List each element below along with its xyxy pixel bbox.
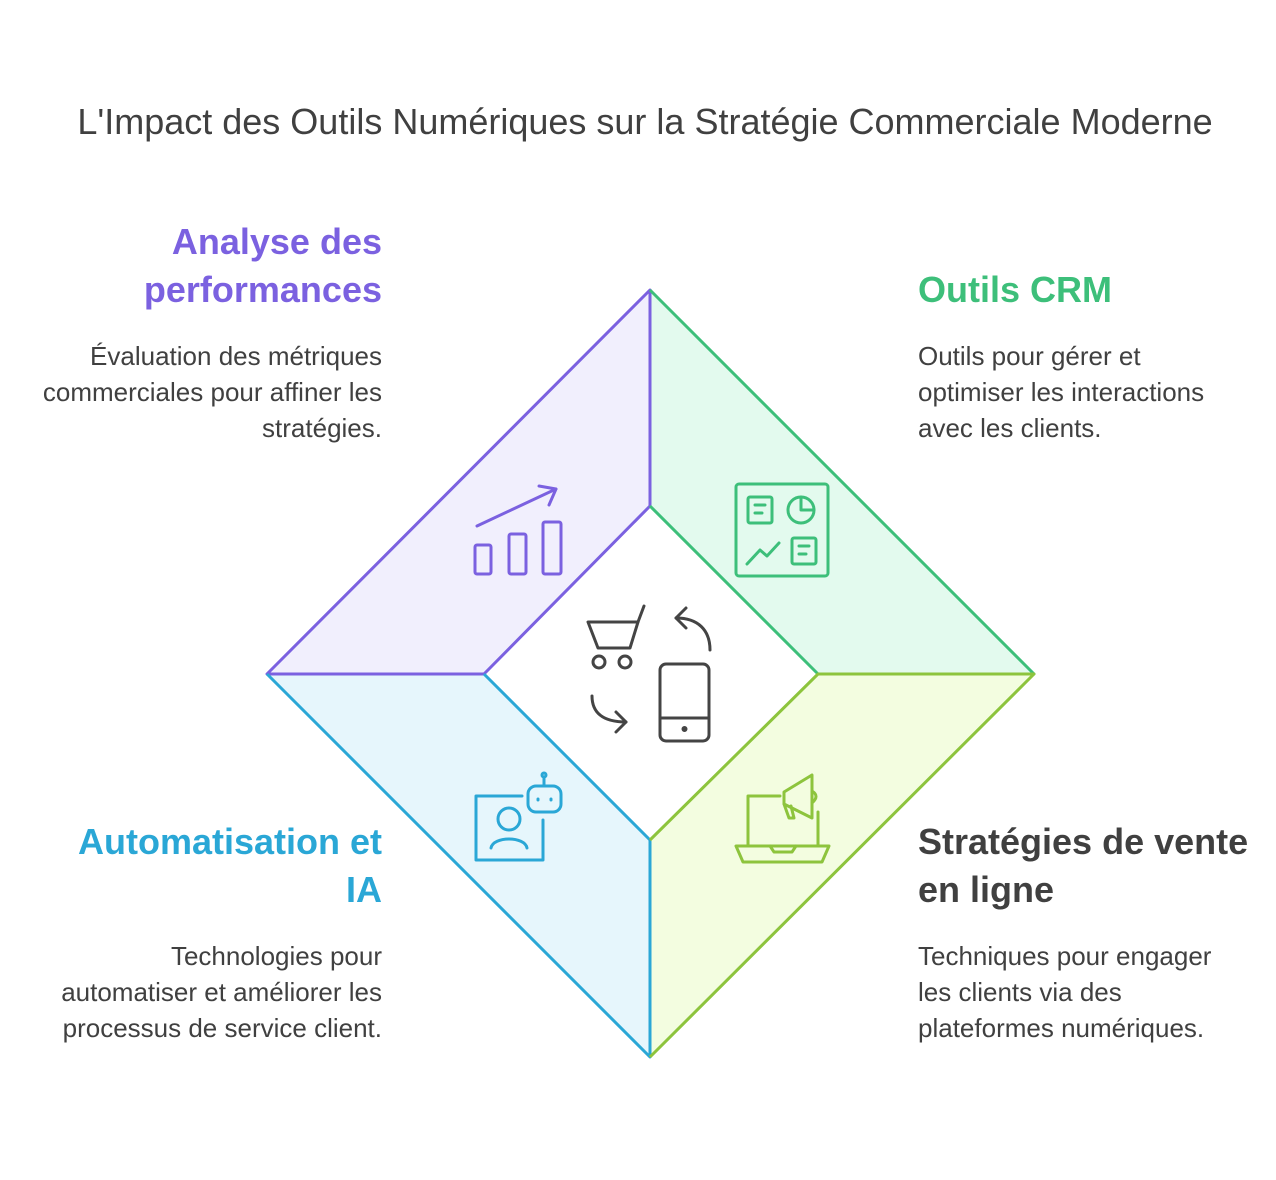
- cart-mobile-cycle-icon: [586, 604, 712, 743]
- heading-analyse-performances: Analyse des performances: [143, 221, 382, 310]
- heading-outils-crm: Outils CRM: [918, 269, 1112, 310]
- dashboard-icon: [734, 482, 830, 578]
- description-analyse-performances: Évaluation des métriques commerciales po…: [42, 341, 382, 443]
- description-outils-crm: Outils pour gérer et optimiser les inter…: [918, 341, 1205, 443]
- mobile-icon: [658, 662, 711, 743]
- arrow-bottom-icon: [590, 694, 628, 724]
- laptop-megaphone-icon: [734, 773, 831, 864]
- page-title: L'Impact des Outils Numériques sur la St…: [77, 101, 1213, 142]
- cart-icon: [586, 620, 640, 650]
- description-strategies-vente: Techniques pour engager les clients via …: [918, 941, 1212, 1043]
- arrow-top-icon: [674, 616, 712, 652]
- user-robot-icon: [474, 771, 563, 862]
- border-bottom-right: [648, 672, 1036, 1059]
- heading-strategies-vente: Stratégies de vente en ligne: [918, 821, 1249, 910]
- bar-chart-trend-icon: [473, 484, 563, 576]
- heading-automatisation-ia: Automatisation et IA: [77, 821, 382, 910]
- description-automatisation-ia: Technologies pour automatiser et amélior…: [61, 941, 382, 1043]
- border-bottom-left: [265, 672, 652, 1059]
